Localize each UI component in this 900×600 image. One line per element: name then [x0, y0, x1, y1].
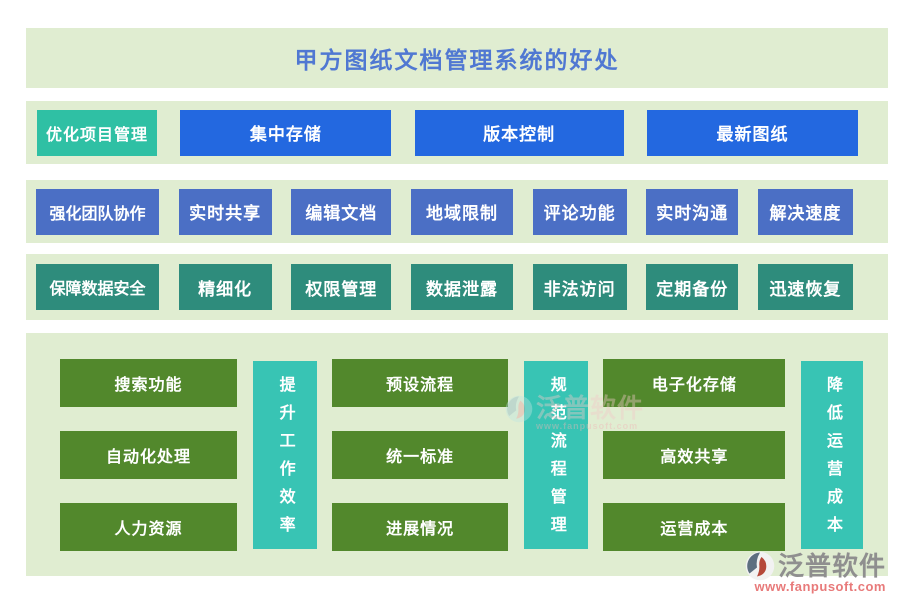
benefit-box: 数据泄露 [410, 264, 513, 310]
footer-brand-text: 泛普软件 [777, 551, 886, 581]
benefit-box: 最新图纸 [646, 109, 858, 156]
benefit-box: 实时沟通 [646, 188, 739, 235]
feature-groups-section: 搜索功能 自动化处理 人力资源 提升工作效率 预设流程 统一标准 进展情况 规范… [26, 333, 888, 576]
benefits-row-project: 优化项目管理 集中存储 版本控制 最新图纸 [26, 101, 888, 164]
feature-box: 电子化存储 [603, 358, 786, 407]
feature-box: 预设流程 [332, 358, 509, 407]
feature-column-cost: 电子化存储 高效共享 运营成本 [603, 358, 786, 551]
title-banner: 甲方图纸文档管理系统的好处 [26, 28, 888, 88]
benefit-box: 实时共享 [178, 188, 272, 235]
benefit-box: 评论功能 [532, 188, 627, 235]
feature-box: 进展情况 [332, 502, 509, 551]
benefit-box: 地域限制 [410, 188, 513, 235]
feature-box: 搜索功能 [60, 358, 237, 407]
outcome-bar-cost: 降低运营成本 [800, 360, 863, 549]
benefit-category-box: 强化团队协作 [36, 188, 159, 235]
feature-box: 人力资源 [60, 502, 237, 551]
feature-column-process: 预设流程 统一标准 进展情况 [332, 358, 509, 551]
feature-box: 运营成本 [603, 502, 786, 551]
benefit-box: 集中存储 [180, 109, 392, 156]
outcome-bar-process: 规范流程管理 [523, 360, 588, 549]
benefit-box: 编辑文档 [291, 188, 392, 235]
feature-box: 自动化处理 [60, 430, 237, 479]
benefit-category-box: 保障数据安全 [36, 264, 159, 310]
feature-box: 高效共享 [603, 430, 786, 479]
benefits-row-security: 保障数据安全 精细化 权限管理 数据泄露 非法访问 定期备份 迅速恢复 [26, 254, 888, 320]
benefit-box: 版本控制 [414, 109, 624, 156]
feature-box: 统一标准 [332, 430, 509, 479]
benefit-category-box: 优化项目管理 [37, 109, 157, 156]
benefit-box: 定期备份 [646, 264, 739, 310]
footer-url-text: www.fanpusoft.com [754, 579, 886, 594]
benefit-box: 精细化 [178, 264, 272, 310]
benefit-box: 非法访问 [532, 264, 627, 310]
benefits-row-collaboration: 强化团队协作 实时共享 编辑文档 地域限制 评论功能 实时沟通 解决速度 [26, 180, 888, 243]
footer-brand: 泛普软件 www.fanpusoft.com [745, 551, 886, 594]
benefit-box: 迅速恢复 [757, 264, 853, 310]
feature-column-efficiency: 搜索功能 自动化处理 人力资源 [60, 358, 237, 551]
page-title: 甲方图纸文档管理系统的好处 [294, 48, 620, 73]
outcome-bar-efficiency: 提升工作效率 [252, 360, 317, 549]
benefit-box: 解决速度 [757, 188, 853, 235]
benefit-box: 权限管理 [291, 264, 392, 310]
fanpu-logo-icon [745, 551, 775, 581]
